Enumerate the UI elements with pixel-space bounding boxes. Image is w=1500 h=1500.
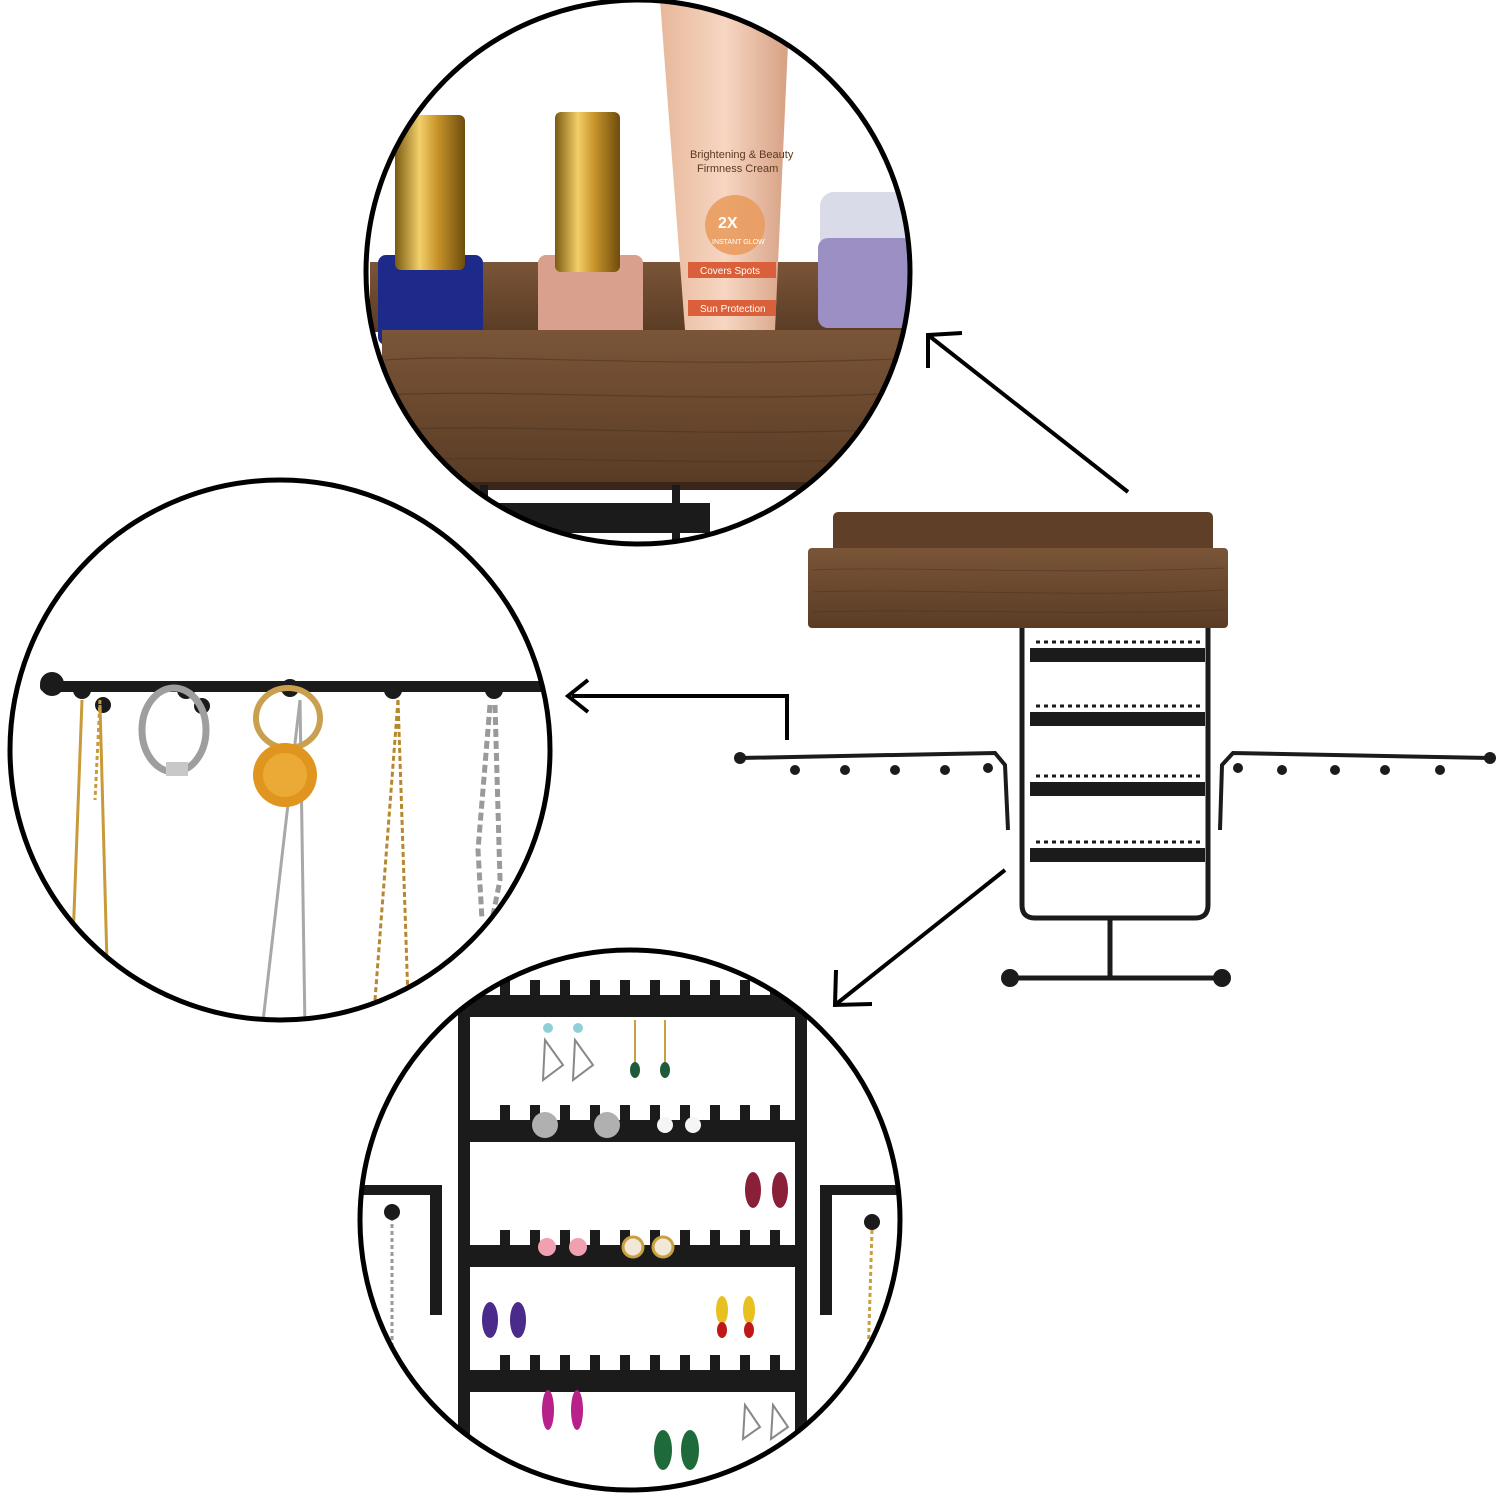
organizer-shelf-front [808, 548, 1228, 628]
organizer-shelf-back [833, 512, 1213, 554]
tube-label-line1: Brightening & Beauty [690, 149, 794, 161]
zoom-circle-earrings-outline [357, 947, 903, 1493]
tube-badge-sub: INSTANT GLOW [712, 239, 765, 246]
tube-label-line2: Firmness Cream [697, 163, 778, 175]
tube-tag2: Sun Protection [700, 304, 766, 315]
tube-badge: 2X [718, 215, 738, 232]
shelf-front-panel [382, 330, 910, 482]
zoom-circle-necklace [10, 480, 550, 1020]
arrow-icon [926, 331, 1130, 494]
ring-gold-flower [253, 685, 323, 807]
earrings-row-2 [532, 1112, 788, 1208]
arrow-icon [832, 868, 1007, 1008]
arrow-icon [564, 678, 789, 740]
nail-polish-blue [378, 115, 483, 345]
zoom-circle-earrings [360, 950, 900, 1490]
earrings-row-4 [542, 1390, 790, 1470]
zoom-circle-shelf-outline [363, 0, 913, 547]
earrings-row-1 [541, 1020, 670, 1083]
zoom-circle-shelf: Brightening & Beauty Firmness Cream 2X I… [366, 0, 910, 544]
cream-tube: Brightening & Beauty Firmness Cream 2X I… [660, 0, 794, 330]
earrings-row-3 [482, 1235, 755, 1338]
ring-silver [138, 684, 210, 776]
jewelry-organizer [734, 512, 1496, 987]
cream-jar [818, 192, 910, 328]
zoom-circle-necklace-outline [7, 477, 553, 1023]
nail-polish-pink [538, 112, 643, 345]
tube-tag1: Covers Spots [700, 266, 760, 277]
